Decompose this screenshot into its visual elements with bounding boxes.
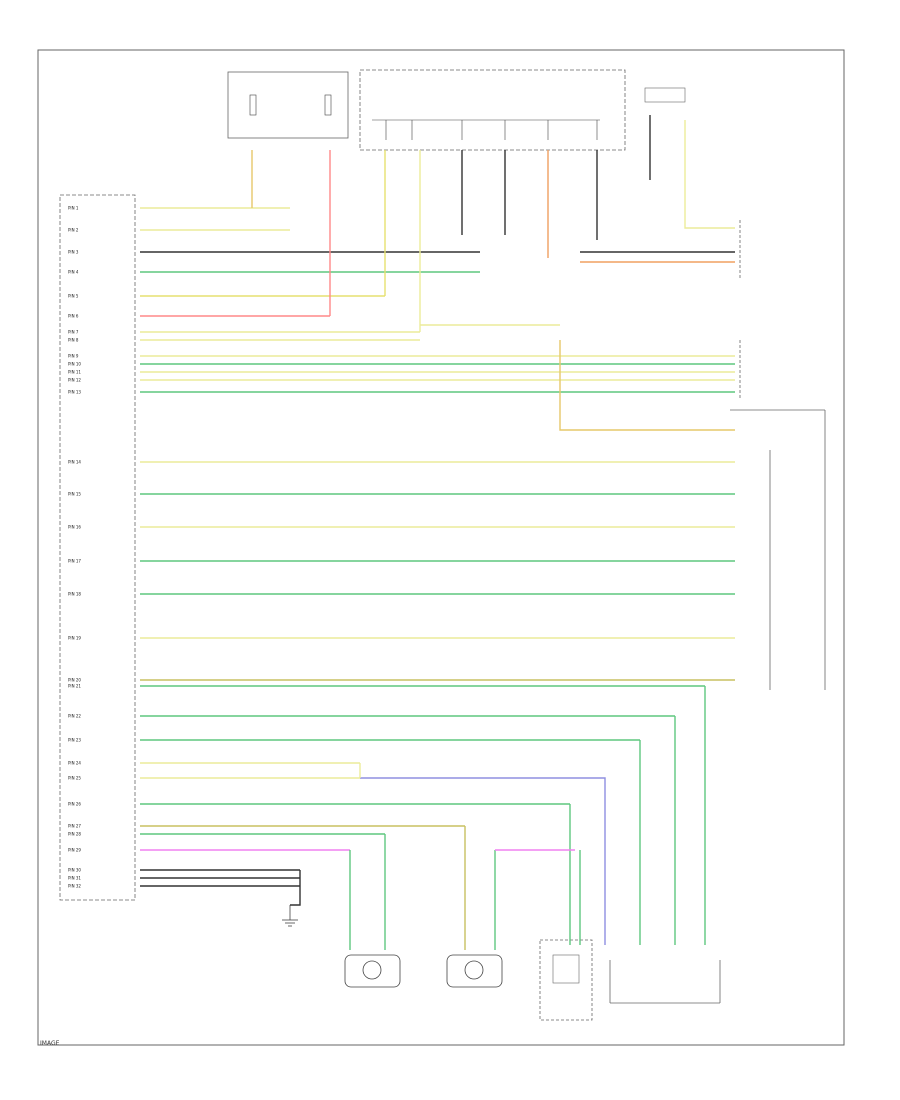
tcm-pin-labels: PIN 1 PIN 2 PIN 3 PIN 4 PIN 5 PIN 6 PIN 7 PIN 8… (68, 206, 81, 889)
tcm-pin-label: PIN 25 (68, 776, 81, 781)
tcm-pin-label: PIN 24 (68, 761, 81, 766)
wire-v-b-blue (360, 777, 606, 945)
output-speed-sensor (446, 954, 503, 988)
tcm-pin-label: PIN 10 (68, 362, 81, 367)
tcm-pin-label: PIN 19 (68, 636, 81, 641)
tcm-pin-label: PIN 1 (68, 206, 79, 211)
right-module-boxes (539, 220, 826, 1021)
wire-group (140, 115, 735, 950)
tcm-pin-label: PIN 27 (68, 824, 81, 829)
tcm-pin-label: PIN 31 (68, 876, 81, 881)
wire-gnd (290, 870, 301, 906)
tcm-pin-label: PIN 30 (68, 868, 81, 873)
tcm-pin-label: PIN 3 (68, 250, 79, 255)
tcm-pin-label: PIN 12 (68, 378, 81, 383)
tcm-pin-label: PIN 18 (68, 592, 81, 597)
tcm-pin-label: PIN 9 (68, 354, 79, 359)
tcm-pin-label: PIN 17 (68, 559, 81, 564)
tcm-pin-label: PIN 2 (68, 228, 79, 233)
top-power-section (227, 69, 686, 151)
tcm-pin-label: PIN 26 (68, 802, 81, 807)
ground-symbol (282, 905, 298, 927)
tcm-pin-label: PIN 16 (68, 525, 81, 530)
tcm-pin-label: PIN 15 (68, 492, 81, 497)
input-speed-sensor (344, 954, 401, 988)
tcm-module-box (59, 194, 136, 901)
tcm-pin-label: PIN 7 (68, 330, 79, 335)
tcm-pin-label: PIN 21 (68, 684, 81, 689)
tcm-pin-label: PIN 20 (68, 678, 81, 683)
diagram-border (37, 49, 845, 1046)
footer-code: IMAGE (40, 1040, 60, 1047)
tcm-pin-label: PIN 13 (68, 390, 81, 395)
wire-v-gold-mid (559, 340, 735, 431)
tcm-pin-label: PIN 23 (68, 738, 81, 743)
tcm-pin-label: PIN 11 (68, 370, 81, 375)
tcm-pin-label: PIN 6 (68, 314, 79, 319)
tcm-pin-label: PIN 32 (68, 884, 81, 889)
tcm-pin-label: PIN 28 (68, 832, 81, 837)
tcm-pin-label: PIN 29 (68, 848, 81, 853)
tcm-pin-label: PIN 14 (68, 460, 81, 465)
wire-v-right-olive (684, 120, 735, 229)
tcm-pin-label: PIN 4 (68, 270, 79, 275)
tcm-pin-label: PIN 8 (68, 338, 79, 343)
tcm-pin-label: PIN 22 (68, 714, 81, 719)
tcm-pin-label: PIN 5 (68, 294, 79, 299)
